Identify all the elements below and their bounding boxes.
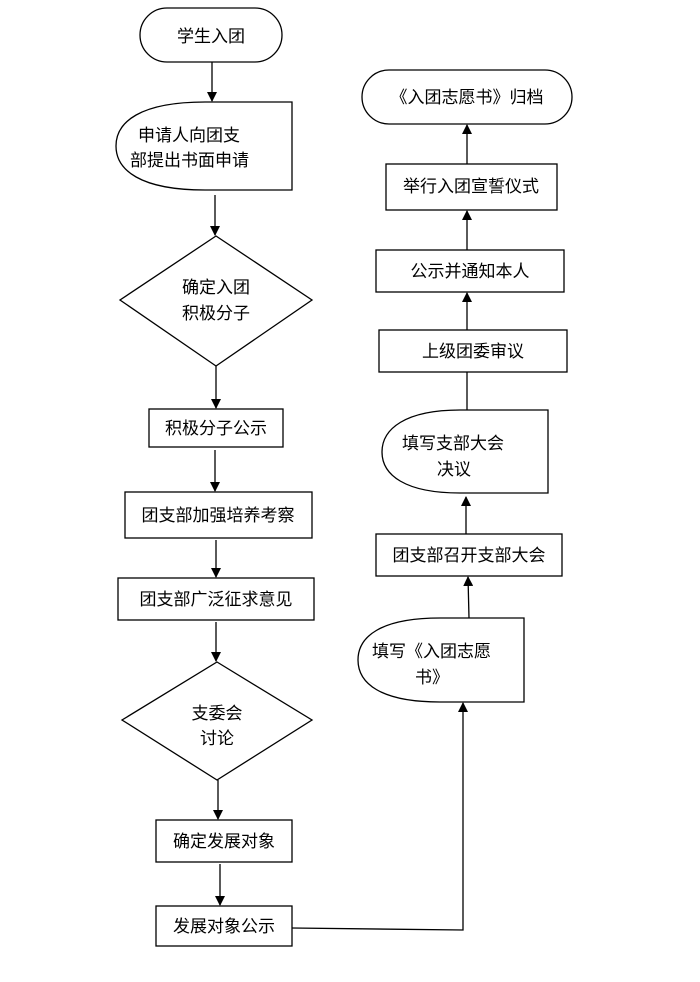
activist-notice-label: 积极分子公示: [165, 419, 267, 439]
oath-label: 举行入团宣誓仪式: [403, 177, 539, 197]
opinions-label: 团支部广泛征求意见: [140, 590, 293, 610]
meeting-box: 团支部召开支部大会: [375, 533, 563, 577]
review-box: 上级团委审议: [378, 329, 568, 373]
activist-notice-box: 积极分子公示: [148, 408, 284, 448]
target-notice-label: 发展对象公示: [173, 917, 275, 937]
confirm-target-box: 确定发展对象: [155, 819, 293, 863]
committee-decision: 支委会 讨论: [120, 661, 314, 781]
review-label: 上级团委审议: [422, 342, 524, 362]
archive-label: 《入团志愿书》归档: [391, 88, 544, 108]
apply-document: 申请人向团支 部提出书面申请: [115, 101, 293, 191]
connector-arrow: [291, 702, 468, 931]
resolution-label-1: 填写支部大会: [402, 434, 504, 454]
notify-box: 公示并通知本人: [375, 249, 565, 293]
notify-label: 公示并通知本人: [411, 262, 530, 282]
meeting-label: 团支部召开支部大会: [393, 546, 546, 566]
fill-form-label-2: 书》: [415, 668, 449, 688]
training-label: 团支部加强培养考察: [142, 506, 295, 526]
start-terminal: 学生入团: [139, 7, 283, 63]
target-notice-box: 发展对象公示: [155, 905, 293, 947]
fill-form-document: 填写《入团志愿 书》: [357, 617, 525, 703]
fill-form-label-1: 填写《入团志愿: [372, 642, 491, 662]
apply-label-1: 申请人向团支: [138, 126, 240, 146]
confirm-activist-decision: 确定入团 积极分子: [118, 235, 314, 367]
training-box: 团支部加强培养考察: [124, 491, 313, 539]
committee-label-2: 讨论: [200, 729, 234, 749]
archive-terminal: 《入团志愿书》归档: [361, 69, 573, 125]
committee-label-1: 支委会: [192, 704, 243, 724]
confirm-label-2: 积极分子: [182, 304, 250, 324]
resolution-document: 填写支部大会 决议: [381, 409, 549, 494]
start-label: 学生入团: [177, 27, 245, 47]
confirm-label-1: 确定入团: [182, 278, 250, 298]
apply-label-2: 部提出书面申请: [130, 151, 249, 171]
oath-box: 举行入团宣誓仪式: [385, 163, 558, 211]
arrow: [463, 576, 474, 619]
resolution-label-2: 决议: [437, 460, 471, 480]
opinions-box: 团支部广泛征求意见: [117, 577, 315, 621]
confirm-target-label: 确定发展对象: [173, 832, 275, 852]
